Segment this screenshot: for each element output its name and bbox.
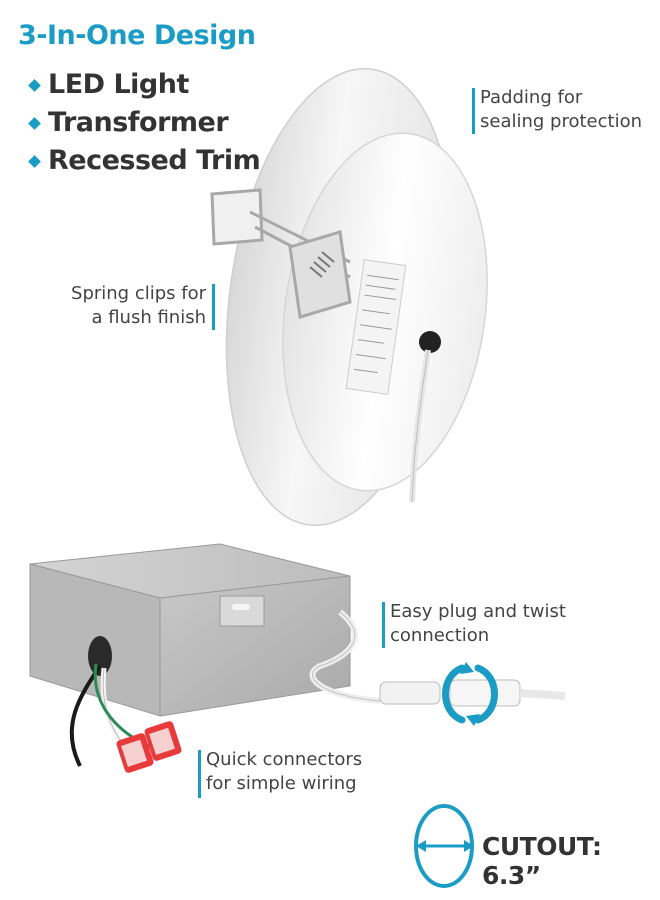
callout-bar [212,284,215,330]
cable-grommet [419,331,441,353]
plug-male [379,681,441,705]
callout-bar [472,88,475,134]
callout-spring-clips: Spring clips for a flush finish [40,282,215,330]
diamond-bullet-icon [28,78,41,92]
callout-bar [382,602,385,648]
feature-item: LED Light [28,66,260,104]
feature-item: Recessed Trim [28,142,261,180]
callout-quick-connectors: Quick connectors for simple wiring [198,748,362,798]
feature-list: LED Light Transformer Recessed Trim [28,66,261,180]
cutout-diameter-icon [414,804,474,888]
feature-item: Transformer [28,104,260,142]
driver-box-illustration [29,543,381,773]
plug-female [449,679,521,707]
box-clip-tab [219,595,265,627]
callout-plug-twist: Easy plug and twist connection [382,600,566,648]
cutout-size-label: CUTOUT: 6.3” [482,832,602,890]
headline-title: 3-In-One Design [18,20,256,51]
twist-arrows-icon [442,664,498,724]
downlight-illustration [210,67,488,527]
diamond-bullet-icon [28,154,41,168]
callout-bar [198,750,201,798]
knockout-hole [88,636,112,676]
callout-padding: Padding for sealing protection [472,86,642,134]
quick-connectors [116,721,182,773]
diamond-bullet-icon [28,116,41,130]
plug-connector-illustration [379,662,566,726]
